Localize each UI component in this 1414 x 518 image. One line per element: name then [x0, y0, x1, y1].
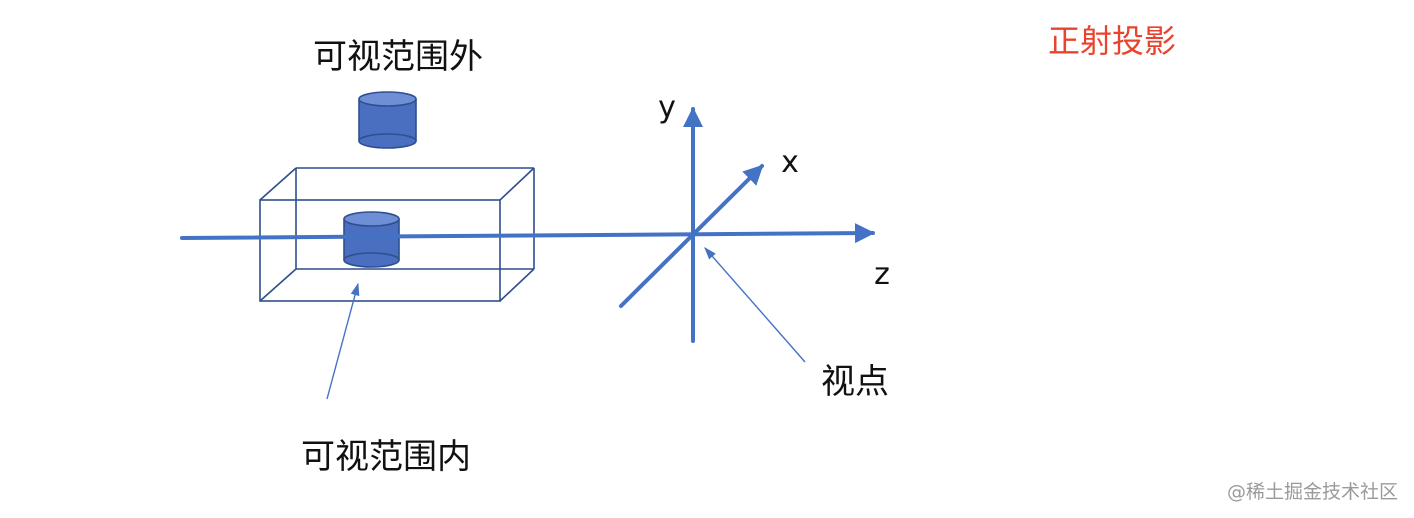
title: 正射投影: [1048, 22, 1176, 60]
pointer-inside: [326, 282, 360, 400]
pointer-viewpoint: [704, 247, 806, 363]
cylinder-inside: [343, 211, 400, 268]
label-outside-view: 可视范围外: [313, 37, 483, 77]
axis-label-z: z: [874, 257, 890, 292]
z-axis-line: [180, 223, 875, 244]
view-volume-box: [259, 167, 535, 302]
watermark: @稀土掘金技术社区: [1227, 481, 1398, 503]
x-axis-line: [619, 164, 764, 308]
axis-label-y: y: [658, 90, 676, 125]
label-inside-view: 可视范围内: [301, 437, 471, 477]
cylinder-outside: [358, 91, 417, 149]
axis-label-x: x: [781, 145, 799, 180]
label-viewpoint: 视点: [821, 362, 889, 402]
